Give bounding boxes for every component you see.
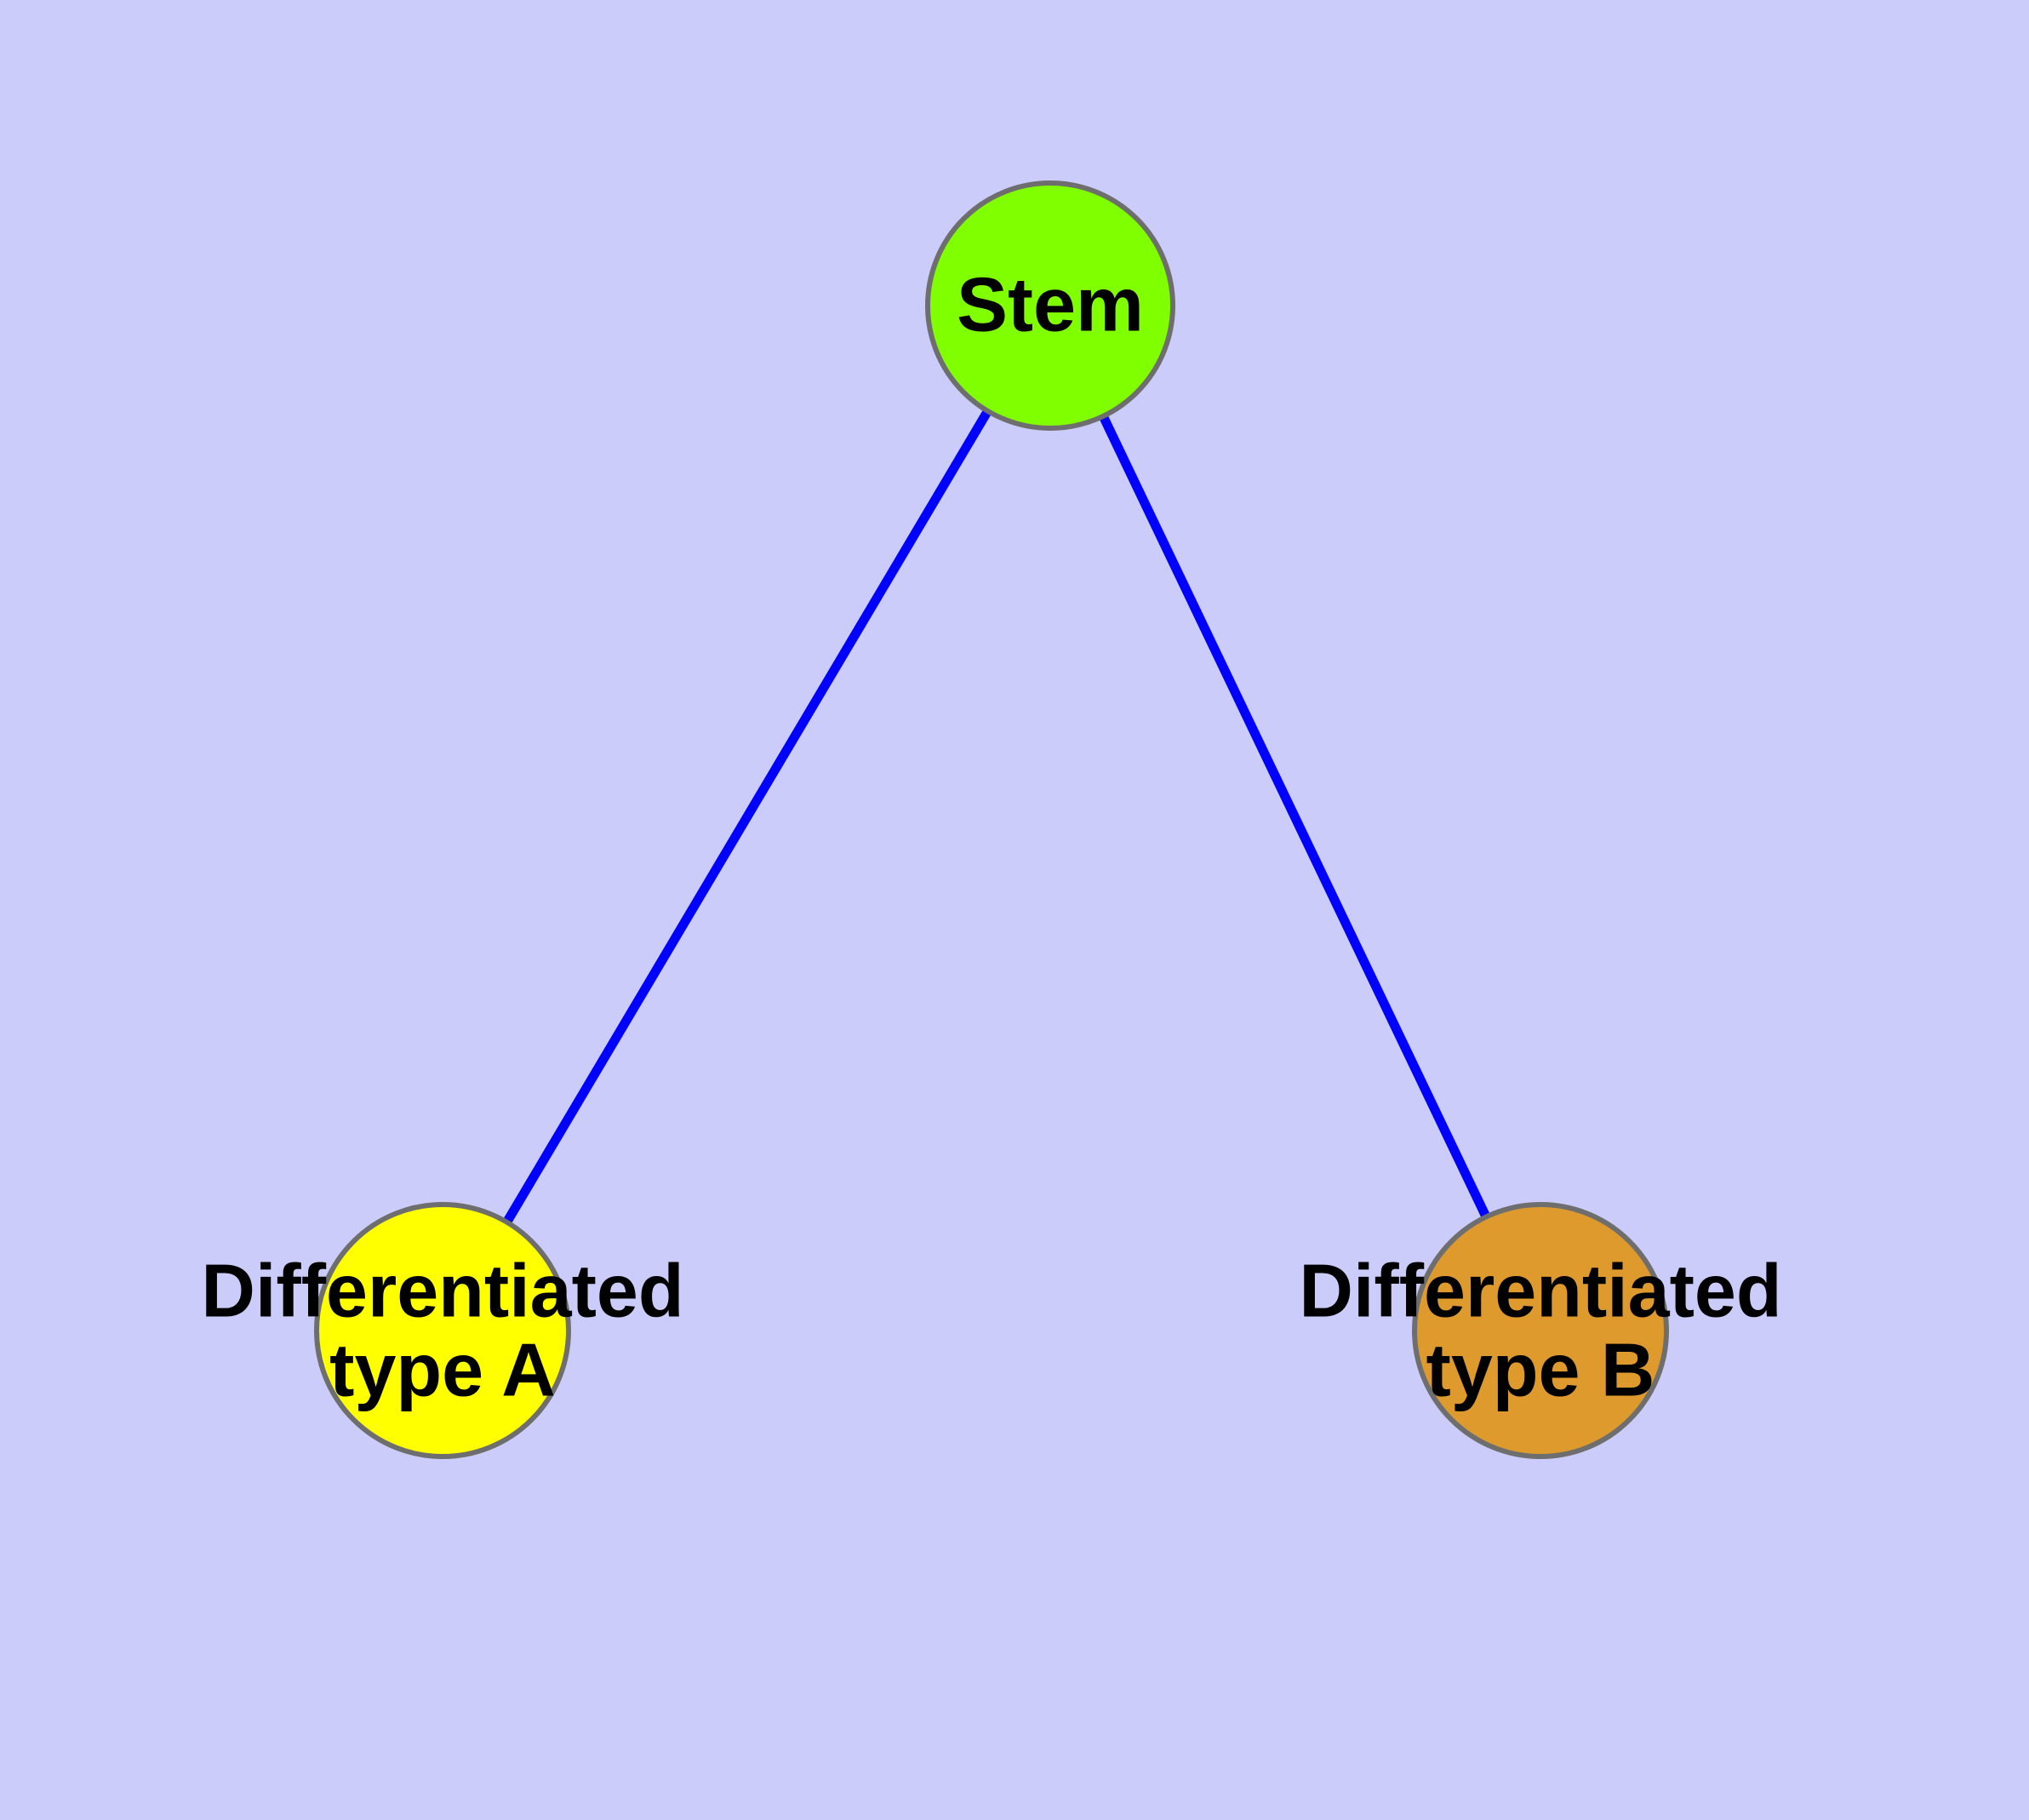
- node-layer: [314, 180, 1669, 1459]
- graph-node-stem[interactable]: [925, 180, 1175, 431]
- graph-node-diff_b[interactable]: [1412, 1202, 1669, 1459]
- graph-edge-stem-to-a[interactable]: [502, 409, 992, 1225]
- graph-node-diff_a[interactable]: [314, 1202, 571, 1459]
- graph-edge-stem-to-b[interactable]: [1099, 414, 1491, 1219]
- edge-layer: [502, 409, 1491, 1225]
